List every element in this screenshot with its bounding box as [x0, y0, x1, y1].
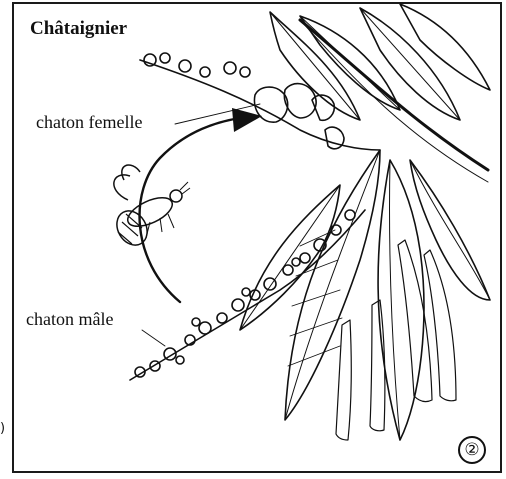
edge-fragment: ) — [0, 422, 5, 435]
male-pointer-line — [142, 330, 165, 346]
female-catkin-label: chaton femelle — [36, 112, 142, 133]
hanging-catkins — [336, 240, 456, 440]
lower-leaves — [240, 150, 490, 440]
male-catkin-label: chaton mâle — [26, 309, 113, 330]
panel-number-badge: ② — [458, 436, 486, 464]
bee-drawing — [111, 165, 190, 251]
figure-title: Châtaignier — [30, 18, 127, 40]
pollination-arrow — [140, 118, 240, 302]
